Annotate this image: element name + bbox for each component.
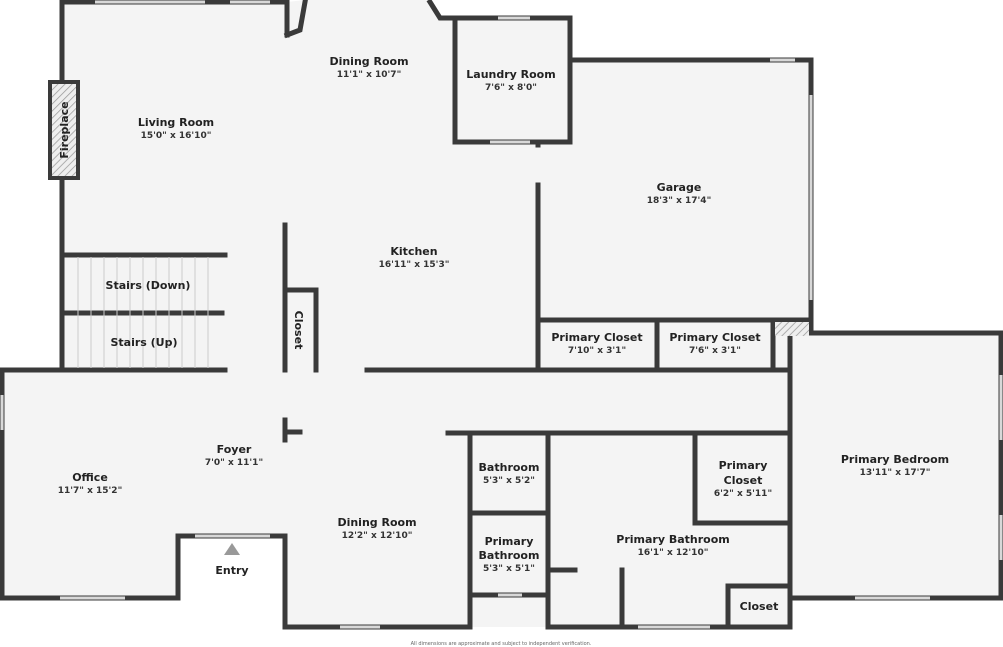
- primary-closet-3-dim: 6'2" x 5'11": [714, 489, 772, 499]
- primary-bathroom-label: Primary Bathroom: [616, 533, 729, 546]
- primary-bathroom-small-label-2: Bathroom: [479, 549, 540, 562]
- stairs-up-label: Stairs (Up): [110, 336, 177, 349]
- room-labels: Living Room 15'0" x 16'10" Dining Room 1…: [58, 55, 949, 613]
- entry-label: Entry: [215, 564, 248, 577]
- primary-closet-3-label-2: Closet: [724, 474, 763, 487]
- laundry-label: Laundry Room: [466, 68, 555, 81]
- office-label: Office: [72, 471, 108, 484]
- bath-closet-label: Closet: [740, 600, 779, 613]
- bathroom-dim: 5'3" x 5'2": [483, 476, 535, 486]
- kitchen-dim: 16'11" x 15'3": [379, 260, 450, 270]
- primary-closet-1-label: Primary Closet: [551, 331, 642, 344]
- primary-bedroom-dim: 13'11" x 17'7": [860, 468, 931, 478]
- garage-dim: 18'3" x 17'4": [647, 196, 712, 206]
- fireplace-icon: [48, 80, 80, 180]
- dining-top-dim: 11'1" x 10'7": [337, 70, 402, 80]
- dining-top-label: Dining Room: [329, 55, 408, 68]
- primary-closet-2-label: Primary Closet: [669, 331, 760, 344]
- primary-bathroom-dim: 16'1" x 12'10": [638, 548, 709, 558]
- stairs: [77, 257, 209, 368]
- primary-closet-3-label-1: Primary: [719, 459, 768, 472]
- kitchen-label: Kitchen: [390, 245, 437, 258]
- primary-bedroom-label: Primary Bedroom: [841, 453, 949, 466]
- garage-label: Garage: [657, 181, 702, 194]
- footer-disclaimer: All dimensions are approximate and subje…: [411, 641, 592, 647]
- dining-bottom-dim: 12'2" x 12'10": [342, 531, 413, 541]
- hatched-block: [775, 322, 809, 336]
- entry-arrow-icon: [224, 543, 240, 555]
- living-room-label: Living Room: [138, 116, 214, 129]
- bathroom-label: Bathroom: [479, 461, 540, 474]
- primary-closet-1-dim: 7'10" x 3'1": [568, 346, 626, 356]
- foyer-label: Foyer: [217, 443, 252, 456]
- primary-bathroom-small-label-1: Primary: [485, 535, 534, 548]
- windows: [0, 0, 1003, 629]
- foyer-dim: 7'0" x 11'1": [205, 458, 263, 468]
- office-dim: 11'7" x 15'2": [58, 486, 123, 496]
- living-room-dim: 15'0" x 16'10": [141, 131, 212, 141]
- stairs-down-label: Stairs (Down): [106, 279, 191, 292]
- fireplace-label: Fireplace: [58, 101, 71, 158]
- dining-bottom-label: Dining Room: [337, 516, 416, 529]
- hall-closet-label: Closet: [292, 311, 305, 350]
- primary-closet-2-dim: 7'6" x 3'1": [689, 346, 741, 356]
- primary-bathroom-small-dim: 5'3" x 5'1": [483, 564, 535, 574]
- laundry-dim: 7'6" x 8'0": [485, 83, 537, 93]
